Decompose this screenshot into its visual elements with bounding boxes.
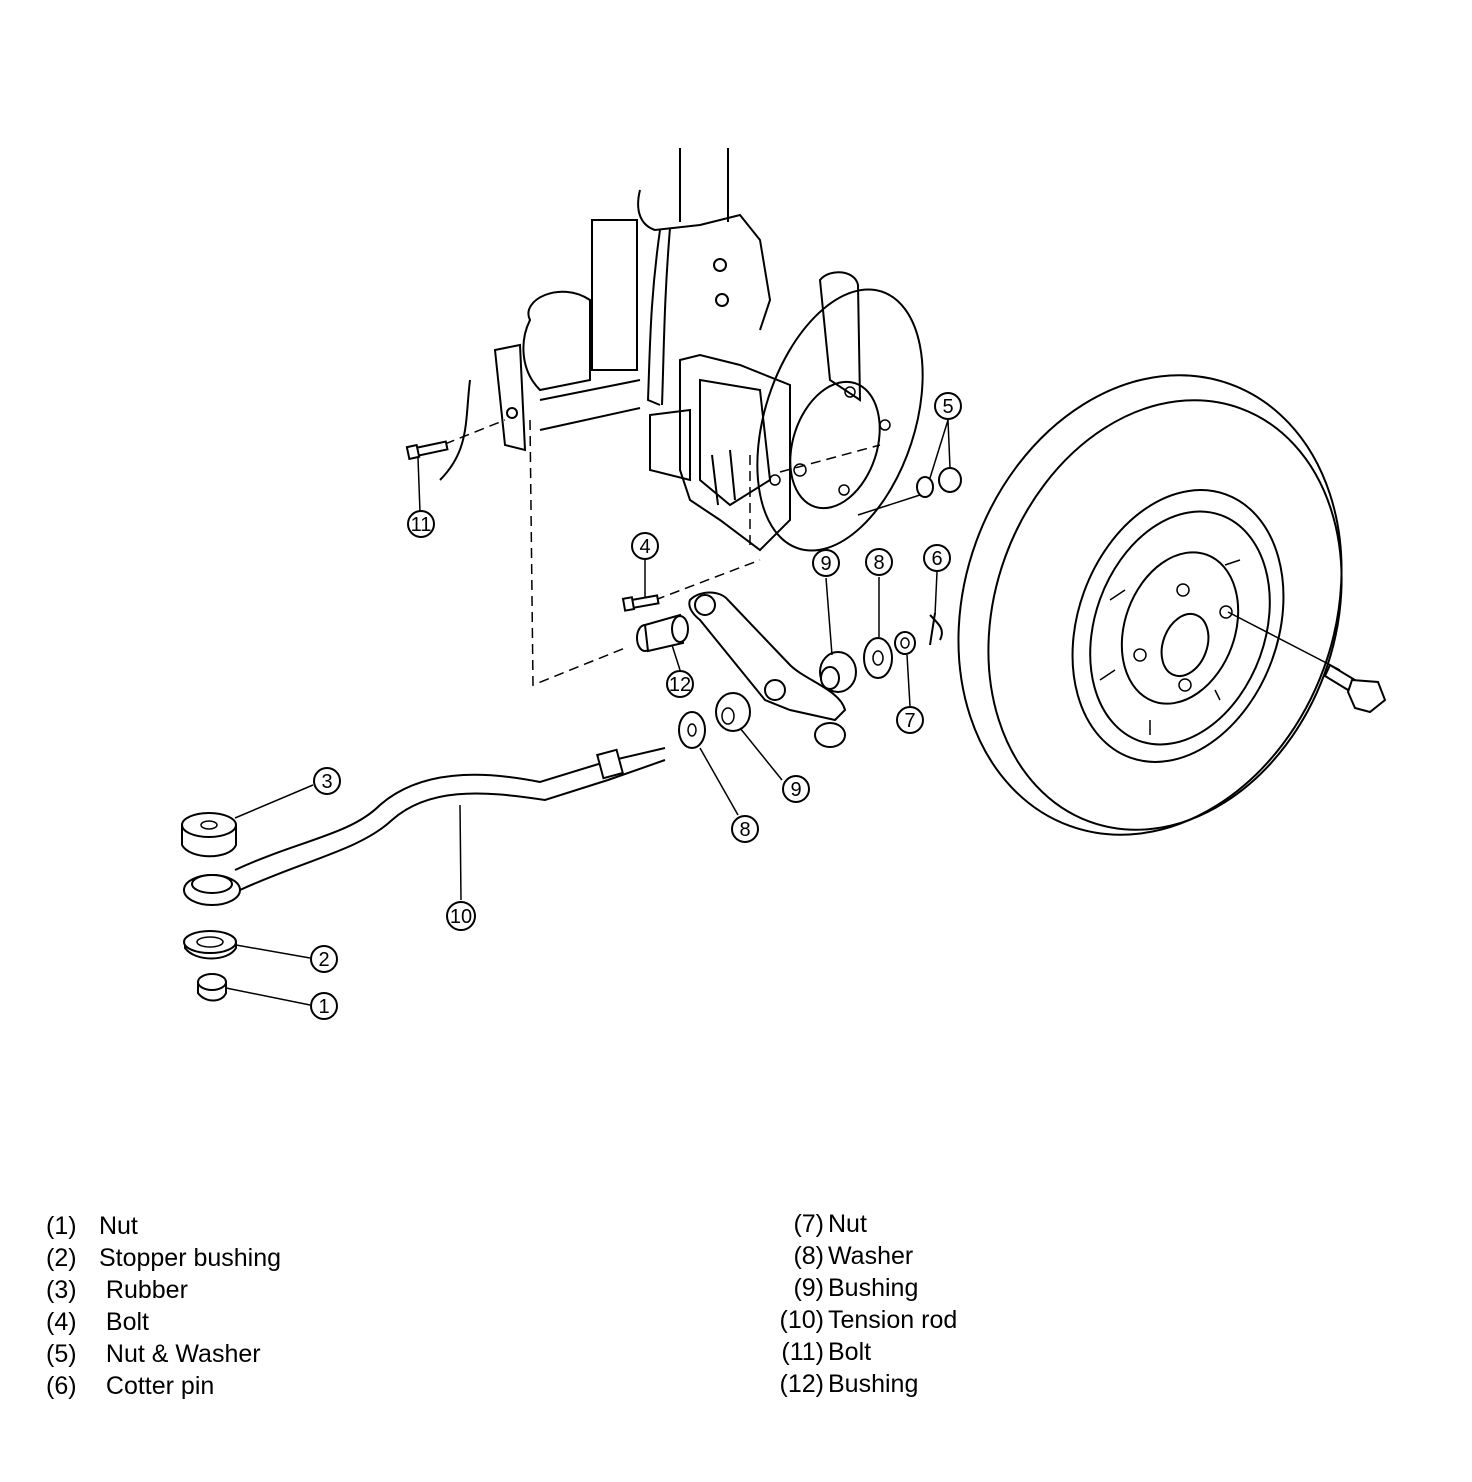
- legend-number: (3): [46, 1276, 77, 1304]
- strut-knuckle-assembly: [439, 148, 924, 552]
- bolt-11: [405, 440, 449, 461]
- legend-item: (2) Stopper bushing: [46, 1242, 281, 1274]
- legend-label: Bushing: [828, 1274, 919, 1302]
- legend-number: (10): [779, 1306, 824, 1334]
- bushing-9-lower: [715, 692, 751, 732]
- exploded-suspension-diagram: 11 4 5 6 9 8 7 12 9 8 10 3 2 1: [181, 148, 1387, 1020]
- callout-5: 5: [934, 392, 962, 420]
- callout-12: 12: [666, 670, 694, 698]
- rubber-3: [181, 812, 237, 858]
- callout-7: 7: [896, 706, 924, 734]
- legend-number: (8): [793, 1242, 824, 1270]
- legend-item: (7)Nut: [768, 1208, 957, 1240]
- svg-text:7: 7: [904, 710, 915, 732]
- callout-9-lower: 9: [782, 775, 810, 803]
- svg-text:1: 1: [318, 996, 329, 1018]
- legend-label: Bushing: [828, 1370, 919, 1398]
- svg-text:8: 8: [739, 819, 750, 841]
- callout-11: 11: [407, 510, 435, 538]
- wheel-lug-bolt: [1323, 663, 1387, 714]
- legend-left: (1) Nut (2) Stopper bushing (3) Rubber (…: [46, 1210, 281, 1402]
- nut-1: [197, 973, 227, 1002]
- legend-item: (10)Tension rod: [768, 1304, 958, 1336]
- legend-number: (12): [779, 1370, 824, 1398]
- legend-number: (5): [46, 1340, 77, 1368]
- legend-item: (12)Bushing: [768, 1368, 957, 1400]
- road-wheel: [957, 374, 1343, 836]
- legend-label: Nut: [828, 1210, 867, 1238]
- svg-text:2: 2: [318, 949, 329, 971]
- callout-3: 3: [313, 767, 341, 795]
- legend-item: (8)Washer: [768, 1240, 957, 1272]
- callout-9-upper: 9: [812, 549, 840, 577]
- legend-number: (1): [46, 1212, 77, 1240]
- bushing-12: [636, 613, 689, 653]
- legend-item: (1) Nut: [46, 1210, 281, 1242]
- callout-8-lower: 8: [731, 815, 759, 843]
- callout-8-upper: 8: [865, 548, 893, 576]
- legend-number: (2): [46, 1244, 77, 1272]
- legend-label: Rubber: [105, 1276, 188, 1304]
- svg-text:12: 12: [669, 674, 691, 696]
- callout-10: 10: [446, 901, 476, 931]
- svg-text:5: 5: [942, 396, 953, 418]
- washer-8-lower: [678, 711, 706, 749]
- legend-label: Cotter pin: [105, 1372, 215, 1400]
- washer-8-upper: [863, 637, 893, 679]
- legend-label: Tension rod: [828, 1306, 958, 1334]
- leader-lines: [225, 419, 951, 1006]
- legend-number: (11): [781, 1338, 824, 1366]
- legend-label: Bolt: [105, 1308, 149, 1336]
- legend-item: (11)Bolt: [768, 1336, 957, 1368]
- legend-number: (9): [793, 1274, 824, 1302]
- bushing-9-upper: [819, 651, 857, 693]
- callout-6: 6: [923, 544, 951, 572]
- svg-text:6: 6: [931, 548, 942, 570]
- tension-rod: [183, 747, 666, 906]
- legend-label: Stopper bushing: [98, 1244, 282, 1272]
- legend-number: (4): [46, 1308, 77, 1336]
- callout-4: 4: [631, 532, 659, 560]
- legend-label: Washer: [828, 1242, 914, 1270]
- tension-rod-link: [688, 591, 847, 748]
- legend-item: (5) Nut & Washer: [46, 1338, 281, 1370]
- legend-number: (6): [46, 1372, 77, 1400]
- legend-label: Nut & Washer: [105, 1340, 261, 1368]
- callout-2: 2: [310, 945, 338, 973]
- svg-text:4: 4: [639, 536, 650, 558]
- stopper-bushing-2: [183, 930, 237, 960]
- cotter-pin-6: [929, 612, 943, 646]
- svg-text:10: 10: [450, 906, 472, 928]
- svg-text:8: 8: [873, 552, 884, 574]
- legend-number: (7): [793, 1210, 824, 1238]
- nut-7: [894, 631, 916, 655]
- bolt-4: [621, 594, 660, 612]
- assembly-guide-lines: [429, 419, 1341, 687]
- svg-text:11: 11: [411, 514, 432, 536]
- legend-item: (6) Cotter pin: [46, 1370, 281, 1402]
- nut-and-washer-5: [916, 467, 962, 498]
- legend-item: (9)Bushing: [768, 1272, 957, 1304]
- legend-right: (7)Nut (8)Washer (9)Bushing (10)Tension …: [768, 1208, 958, 1400]
- svg-text:3: 3: [321, 771, 332, 793]
- legend-item: (4) Bolt: [46, 1306, 281, 1338]
- legend-label: Nut: [98, 1212, 138, 1240]
- svg-text:9: 9: [790, 779, 801, 801]
- legend-item: (3) Rubber: [46, 1274, 281, 1306]
- legend-label: Bolt: [828, 1338, 872, 1366]
- svg-text:9: 9: [820, 553, 831, 575]
- callout-1: 1: [310, 992, 338, 1020]
